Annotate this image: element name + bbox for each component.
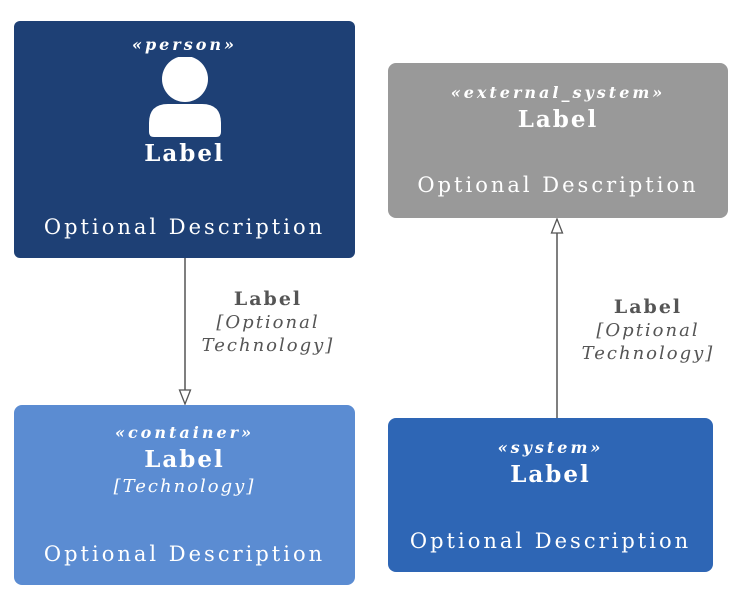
- arrow-up-icon: [550, 218, 564, 418]
- container-stereotype: «container»: [114, 423, 255, 442]
- node-container: «container» Label [Technology] Optional …: [14, 405, 355, 585]
- node-system: «system» Label Optional Description: [388, 418, 713, 572]
- node-external-system: «external_system» Label Optional Descrip…: [388, 63, 728, 218]
- system-stereotype: «system»: [497, 438, 604, 457]
- container-label: Label: [144, 446, 225, 473]
- edge-label-text: Label: [233, 288, 303, 310]
- person-icon: [148, 57, 221, 137]
- edge-label-text: Label: [613, 296, 683, 318]
- external-system-description: Optional Description: [417, 173, 699, 197]
- node-person: «person» Label Optional Description: [14, 21, 355, 258]
- person-description: Optional Description: [43, 215, 326, 239]
- edge-technology-line1: [Optional: [596, 320, 700, 341]
- external-system-label: Label: [517, 106, 599, 133]
- container-technology: [Technology]: [113, 476, 256, 497]
- external-system-stereotype: «external_system»: [450, 83, 666, 102]
- edge-label-person-to-container: Label [Optional Technology]: [193, 288, 343, 357]
- person-stereotype: «person»: [131, 35, 238, 54]
- arrow-down-icon: [178, 258, 192, 405]
- edge-technology-line2: Technology]: [201, 335, 335, 356]
- system-description: Optional Description: [409, 529, 692, 553]
- person-label: Label: [144, 140, 225, 167]
- edge-label-system-to-external: Label [Optional Technology]: [573, 296, 723, 365]
- edge-technology-line2: Technology]: [581, 343, 715, 364]
- container-description: Optional Description: [43, 542, 326, 566]
- edge-technology-line1: [Optional: [216, 312, 320, 333]
- system-label: Label: [510, 461, 591, 488]
